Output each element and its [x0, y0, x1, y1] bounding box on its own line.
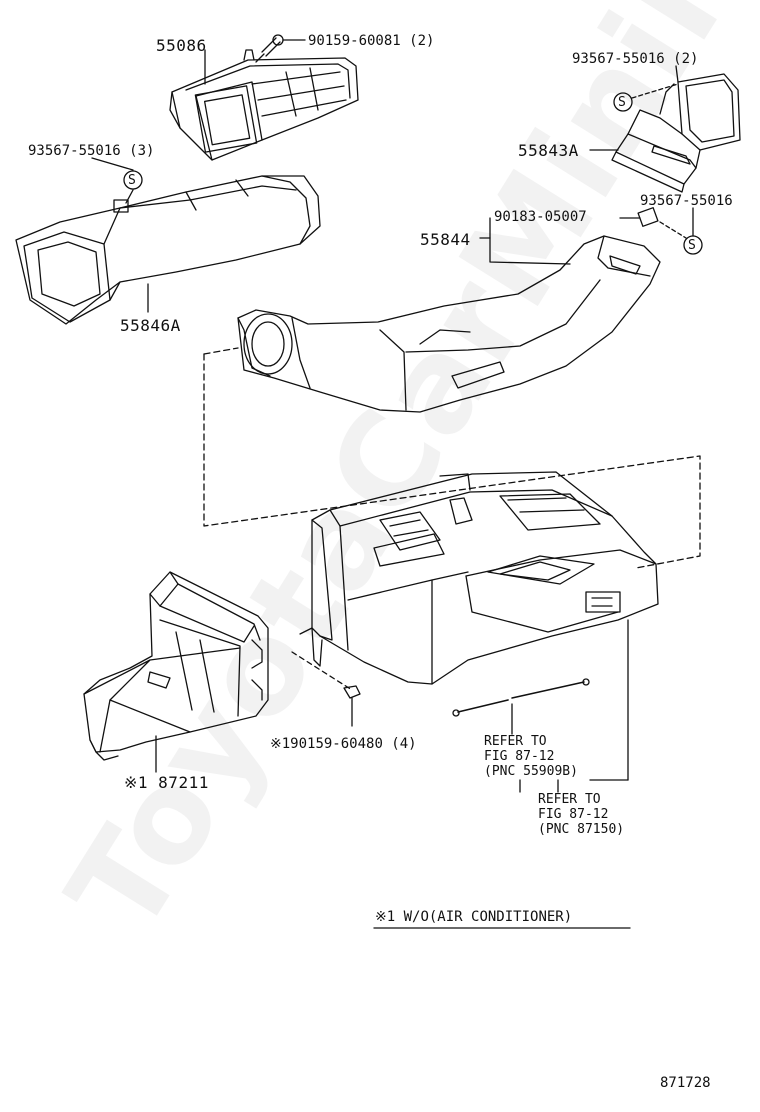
label-90183-05007: 90183-05007 — [494, 209, 587, 225]
cable-55909b — [452, 699, 509, 717]
label-55846a: 55846A — [120, 316, 181, 335]
refer-1-line-2: FIG 87-12 — [484, 749, 555, 764]
part-55086-duct — [169, 49, 359, 161]
heater-unit — [299, 471, 659, 685]
s-marker-text-1: S — [618, 95, 626, 110]
refer-2-line-1: REFER TO — [538, 792, 601, 807]
footnote-text: ※1 W/O(AIR CONDITIONER) — [375, 909, 573, 925]
label-55844: 55844 — [420, 230, 471, 249]
clip-90183-05007 — [637, 207, 659, 227]
label-90159-60081: 90159-60081 (2) — [308, 33, 435, 49]
label-90159-60480: ※190159-60480 (4) — [270, 736, 417, 752]
diagram-id: 871728 — [660, 1075, 711, 1091]
label-87211: ※1 87211 — [124, 773, 209, 792]
s-marker-text-3: S — [688, 238, 696, 253]
refer-2-line-3: (PNC 87150) — [538, 822, 625, 837]
label-93567-55016-2: 93567-55016 (2) — [572, 51, 699, 67]
refer-1-line-3: (PNC 55909B) — [484, 764, 578, 779]
label-55086: 55086 — [156, 36, 207, 55]
refer-1-line-1: REFER TO — [484, 734, 547, 749]
part-55843a-vent — [611, 73, 741, 193]
label-93567-55016: 93567-55016 — [640, 193, 733, 209]
clip-s-marker-2 — [123, 170, 143, 190]
part-55846a-duct — [15, 175, 321, 325]
s-marker-text-2: S — [128, 173, 136, 188]
cable-87150 — [511, 678, 590, 699]
screw-90159-60081 — [255, 34, 306, 63]
part-87211-case — [83, 571, 269, 761]
label-93567-55016-3: 93567-55016 (3) — [28, 143, 155, 159]
clip-s-marker-1 — [613, 92, 633, 112]
label-55843a: 55843A — [518, 141, 579, 160]
refer-2-line-2: FIG 87-12 — [538, 807, 609, 822]
part-55844-duct — [237, 235, 661, 413]
screw-90159-60480 — [343, 685, 361, 727]
